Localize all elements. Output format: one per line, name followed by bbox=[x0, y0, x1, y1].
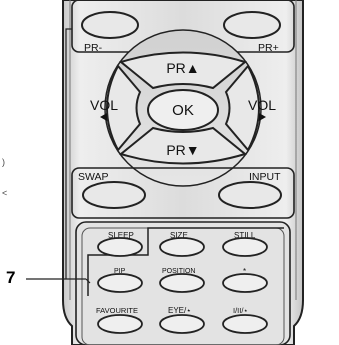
i-ii-button[interactable] bbox=[222, 314, 268, 334]
favourite-label: FAVOURITE bbox=[96, 306, 138, 315]
margin-text-fragment: ) < bbox=[2, 147, 7, 209]
still-button[interactable] bbox=[222, 237, 268, 257]
pr-up-button[interactable] bbox=[118, 51, 248, 90]
pr-up-label: PR▲ bbox=[166, 60, 199, 76]
sleep-button[interactable] bbox=[97, 237, 143, 257]
pr-plus-button[interactable] bbox=[223, 11, 281, 39]
swap-button[interactable] bbox=[82, 181, 146, 209]
pip-button[interactable] bbox=[97, 273, 143, 293]
ok-label: OK bbox=[172, 102, 194, 119]
star-label: * bbox=[243, 267, 246, 276]
eye-button[interactable] bbox=[159, 314, 205, 334]
star-button[interactable] bbox=[222, 273, 268, 293]
vol-right-arrow-icon bbox=[259, 113, 266, 121]
callout-number: 7 bbox=[6, 268, 16, 287]
pr-minus-button[interactable] bbox=[81, 11, 139, 39]
i-ii-label: I/II/⋆ bbox=[233, 306, 248, 315]
position-button[interactable] bbox=[159, 273, 205, 293]
vol-left-label: VOL bbox=[90, 97, 118, 113]
input-button[interactable] bbox=[218, 181, 282, 209]
swap-label: SWAP bbox=[78, 171, 109, 183]
callout-leader-line bbox=[26, 28, 91, 284]
vol-right-button[interactable] bbox=[224, 64, 260, 152]
favourite-button[interactable] bbox=[97, 314, 143, 334]
ok-button[interactable] bbox=[147, 89, 219, 131]
pr-down-button[interactable] bbox=[118, 126, 248, 165]
still-label: STILL bbox=[234, 231, 256, 240]
pip-label: PIP bbox=[114, 268, 126, 275]
position-label: POSITION bbox=[162, 268, 195, 275]
sleep-label: SLEEP bbox=[108, 231, 134, 240]
swap-input-panel bbox=[71, 167, 295, 219]
vol-left-arrow-icon bbox=[100, 113, 107, 121]
margin-fragment-line-1: ) bbox=[2, 157, 5, 167]
eye-label: EYE/⋆ bbox=[168, 306, 191, 315]
vol-right-label: VOL bbox=[248, 97, 276, 113]
vol-left-button[interactable] bbox=[106, 64, 142, 152]
pr-plus-label: PR+ bbox=[258, 42, 279, 54]
pr-down-label: PR▼ bbox=[166, 142, 199, 158]
pr-minus-label: PR- bbox=[84, 42, 103, 54]
margin-fragment-line-2: < bbox=[2, 188, 8, 198]
size-label: SIZE bbox=[170, 231, 188, 240]
size-button[interactable] bbox=[159, 237, 205, 257]
input-label: INPUT bbox=[249, 171, 281, 183]
highlight-group-outline bbox=[87, 227, 284, 296]
